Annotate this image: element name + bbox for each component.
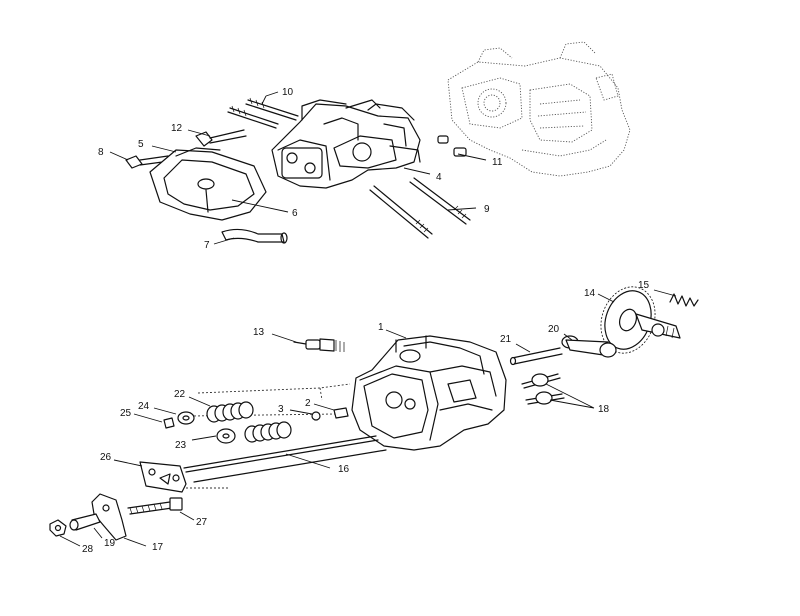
callout-27: 27 [196, 517, 208, 528]
callout-25: 25 [120, 408, 132, 419]
adjusting-screw [127, 497, 183, 515]
callout-labels: 1 2 3 4 5 6 7 8 9 10 11 12 13 14 15 16 1… [82, 87, 650, 555]
spark-plug [293, 338, 345, 352]
callout-8: 8 [98, 147, 104, 158]
callout-20: 20 [548, 324, 560, 335]
nut-28 [49, 519, 67, 537]
callout-10: 10 [282, 87, 294, 98]
camshaft-gear [600, 286, 681, 354]
callout-19: 19 [104, 538, 116, 549]
spring-retainers [177, 411, 236, 444]
breather-hose [221, 228, 288, 244]
callout-9: 9 [484, 204, 490, 215]
top-studs [227, 97, 299, 129]
valve-keepers [163, 417, 175, 429]
upper-leaders [109, 91, 487, 245]
callout-2: 2 [305, 398, 311, 409]
callout-16: 16 [338, 464, 350, 475]
valves [521, 373, 565, 405]
callout-15: 15 [638, 280, 650, 291]
valve-cover [149, 147, 267, 221]
gasket-4 [345, 99, 381, 109]
callout-17: 17 [152, 542, 164, 553]
engine-block-outline [447, 41, 631, 177]
pushrods [183, 435, 387, 483]
callout-7: 7 [204, 240, 210, 251]
bolt-12 [195, 129, 247, 147]
cylinder-head-lower [351, 335, 507, 451]
lower-leaders [59, 289, 677, 547]
lever-arm [69, 493, 127, 541]
callout-13: 13 [253, 327, 265, 338]
callout-6: 6 [292, 208, 298, 219]
rocker-arm [561, 335, 617, 358]
valve-springs [206, 401, 292, 443]
callout-23: 23 [175, 440, 187, 451]
callout-26: 26 [100, 452, 112, 463]
callout-21: 21 [500, 334, 512, 345]
long-studs [369, 177, 471, 239]
callout-14: 14 [584, 288, 596, 299]
callout-5: 5 [138, 139, 144, 150]
cylinder-head-upper [271, 99, 421, 189]
dowel-pins [437, 135, 467, 157]
callout-22: 22 [174, 389, 186, 400]
callout-18: 18 [598, 404, 610, 415]
callout-28: 28 [82, 544, 94, 555]
callout-11: 11 [492, 157, 503, 168]
callout-24: 24 [138, 401, 150, 412]
callout-3: 3 [278, 404, 284, 415]
guide-plate [139, 461, 187, 493]
callout-4: 4 [436, 172, 442, 183]
callout-1: 1 [378, 322, 384, 333]
valve-seals [311, 407, 349, 421]
callout-12: 12 [171, 123, 183, 134]
rocker-shaft [509, 347, 563, 366]
